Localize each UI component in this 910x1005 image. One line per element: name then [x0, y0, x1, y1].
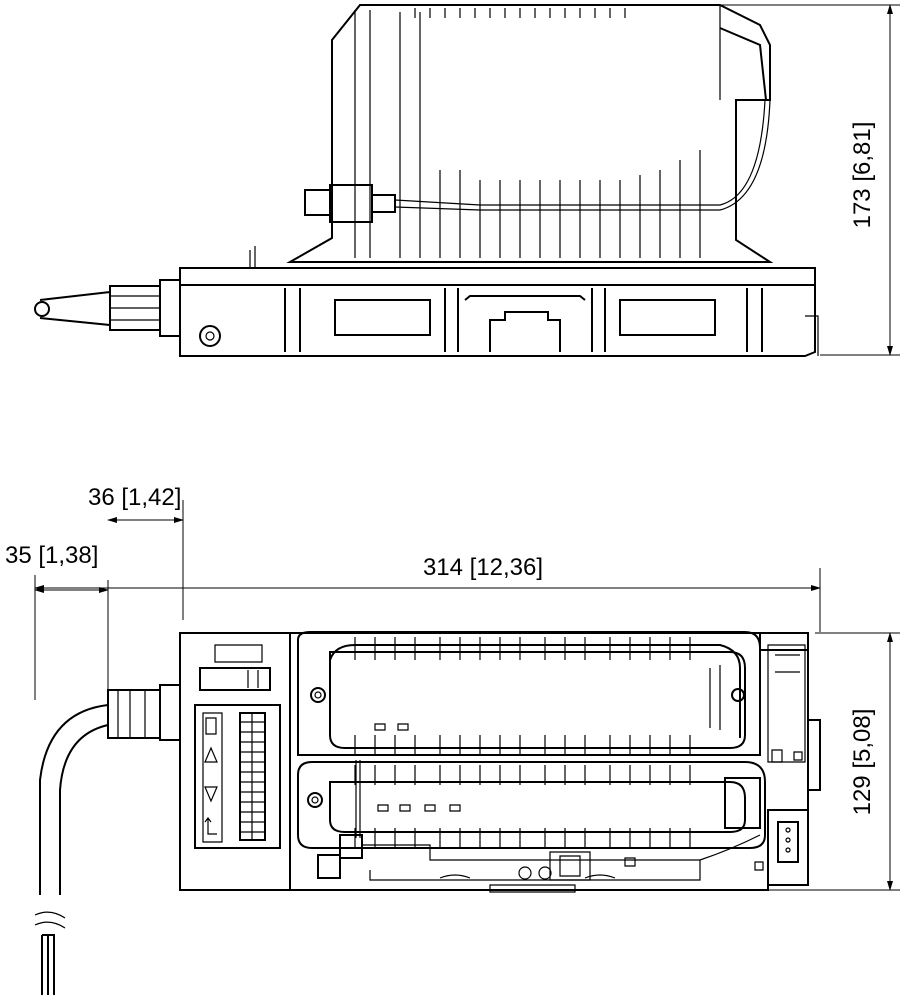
top-upper-module [297, 631, 761, 756]
side-screw [199, 325, 221, 347]
dim-height-label: 173 [6,81] [849, 122, 876, 229]
dim-offset-36: 36 [1,42] [88, 484, 184, 620]
dim-depth-label: 129 [5,08] [849, 709, 876, 816]
top-cable-gland [34, 684, 181, 995]
side-base [179, 267, 819, 357]
dim-offset-35-label: 35 [1,38] [5, 542, 98, 569]
dim-length: 314 [12,36] [34, 554, 821, 632]
top-left-panel [179, 632, 291, 891]
dim-length-label: 314 [12,36] [423, 554, 543, 581]
side-view: 173 [6,81] [34, 4, 900, 357]
dim-offset-36-label: 36 [1,42] [88, 484, 181, 511]
dim-height: 173 [6,81] [720, 4, 900, 356]
top-right-ports [754, 644, 821, 886]
dim-offset-35: 35 [1,38] [5, 542, 109, 700]
top-connectors [317, 834, 761, 893]
top-view: 35 [1,38] 36 [1,42] 314 [12,36] 129 [5,0… [5, 484, 900, 995]
top-lower-module [297, 760, 766, 849]
top-control-panel [194, 644, 281, 849]
dim-depth: 129 [5,08] [580, 632, 900, 891]
side-cable-gland [34, 279, 181, 337]
side-cover-ribs [354, 8, 701, 258]
side-cover [249, 4, 774, 268]
